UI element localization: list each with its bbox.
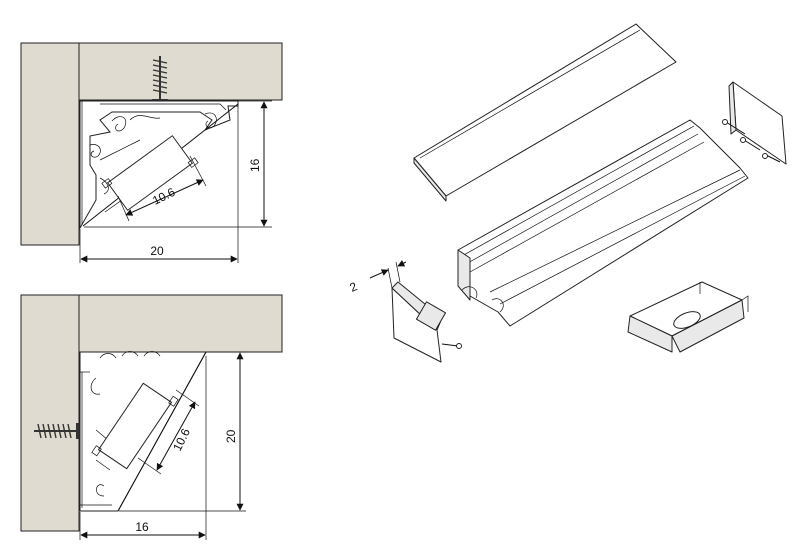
height-dimension-lower: 20 xyxy=(119,351,246,512)
width-label-lower: 16 xyxy=(135,520,149,534)
endcap-thickness-label: 2 xyxy=(348,279,360,295)
corner-profile xyxy=(79,100,239,230)
width-dimension: 20 xyxy=(79,106,239,263)
width-dimension-lower: 16 xyxy=(79,356,207,540)
width-label: 20 xyxy=(150,244,164,258)
wall-block xyxy=(20,42,80,246)
mounting-clip xyxy=(627,281,749,353)
exploded-view: 2 xyxy=(348,23,787,363)
top-cross-section: 10.6 20 16 xyxy=(20,42,283,263)
bottom-cross-section: 10.6 16 20 xyxy=(20,294,283,540)
diffuser-cover xyxy=(413,23,677,202)
led-strip xyxy=(101,135,199,211)
led-width-label-lower: 10.6 xyxy=(170,426,193,453)
ceiling-block-lower xyxy=(78,294,283,353)
led-strip-lower xyxy=(91,382,179,470)
wall-block-lower xyxy=(20,294,80,532)
screw-icon xyxy=(34,423,80,439)
end-cap-right xyxy=(722,81,787,165)
height-label-lower: 20 xyxy=(224,429,238,443)
aluminum-profile xyxy=(457,119,749,327)
height-dimension: 16 xyxy=(84,100,272,228)
end-cap-left xyxy=(391,281,462,363)
ceiling-block xyxy=(78,42,283,101)
height-label: 16 xyxy=(248,158,262,172)
